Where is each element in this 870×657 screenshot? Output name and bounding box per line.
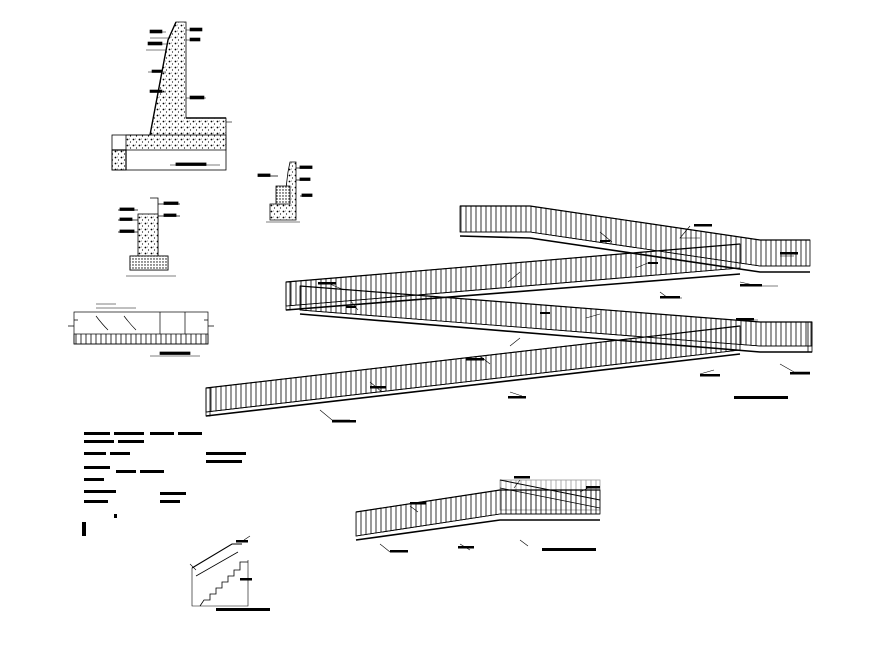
retaining-wall-section-small: [257, 161, 313, 223]
ramp-callouts: [318, 224, 810, 423]
plan-strip-detail: [68, 303, 214, 357]
retaining-wall-section-large: [111, 21, 232, 171]
wall-footing-section: [118, 197, 180, 277]
ramp-run-3: [299, 285, 813, 353]
zigzag-ramp-elevation: [205, 205, 813, 423]
callout-tags-left: [146, 29, 168, 93]
lower-ramp-elevation: [355, 476, 601, 553]
ramp-title-tag: [734, 396, 788, 399]
callout-tags-right: [186, 27, 232, 123]
legend-notes-block: [82, 432, 246, 536]
stair-section: [189, 535, 270, 611]
ramp-run-4: [205, 325, 741, 417]
